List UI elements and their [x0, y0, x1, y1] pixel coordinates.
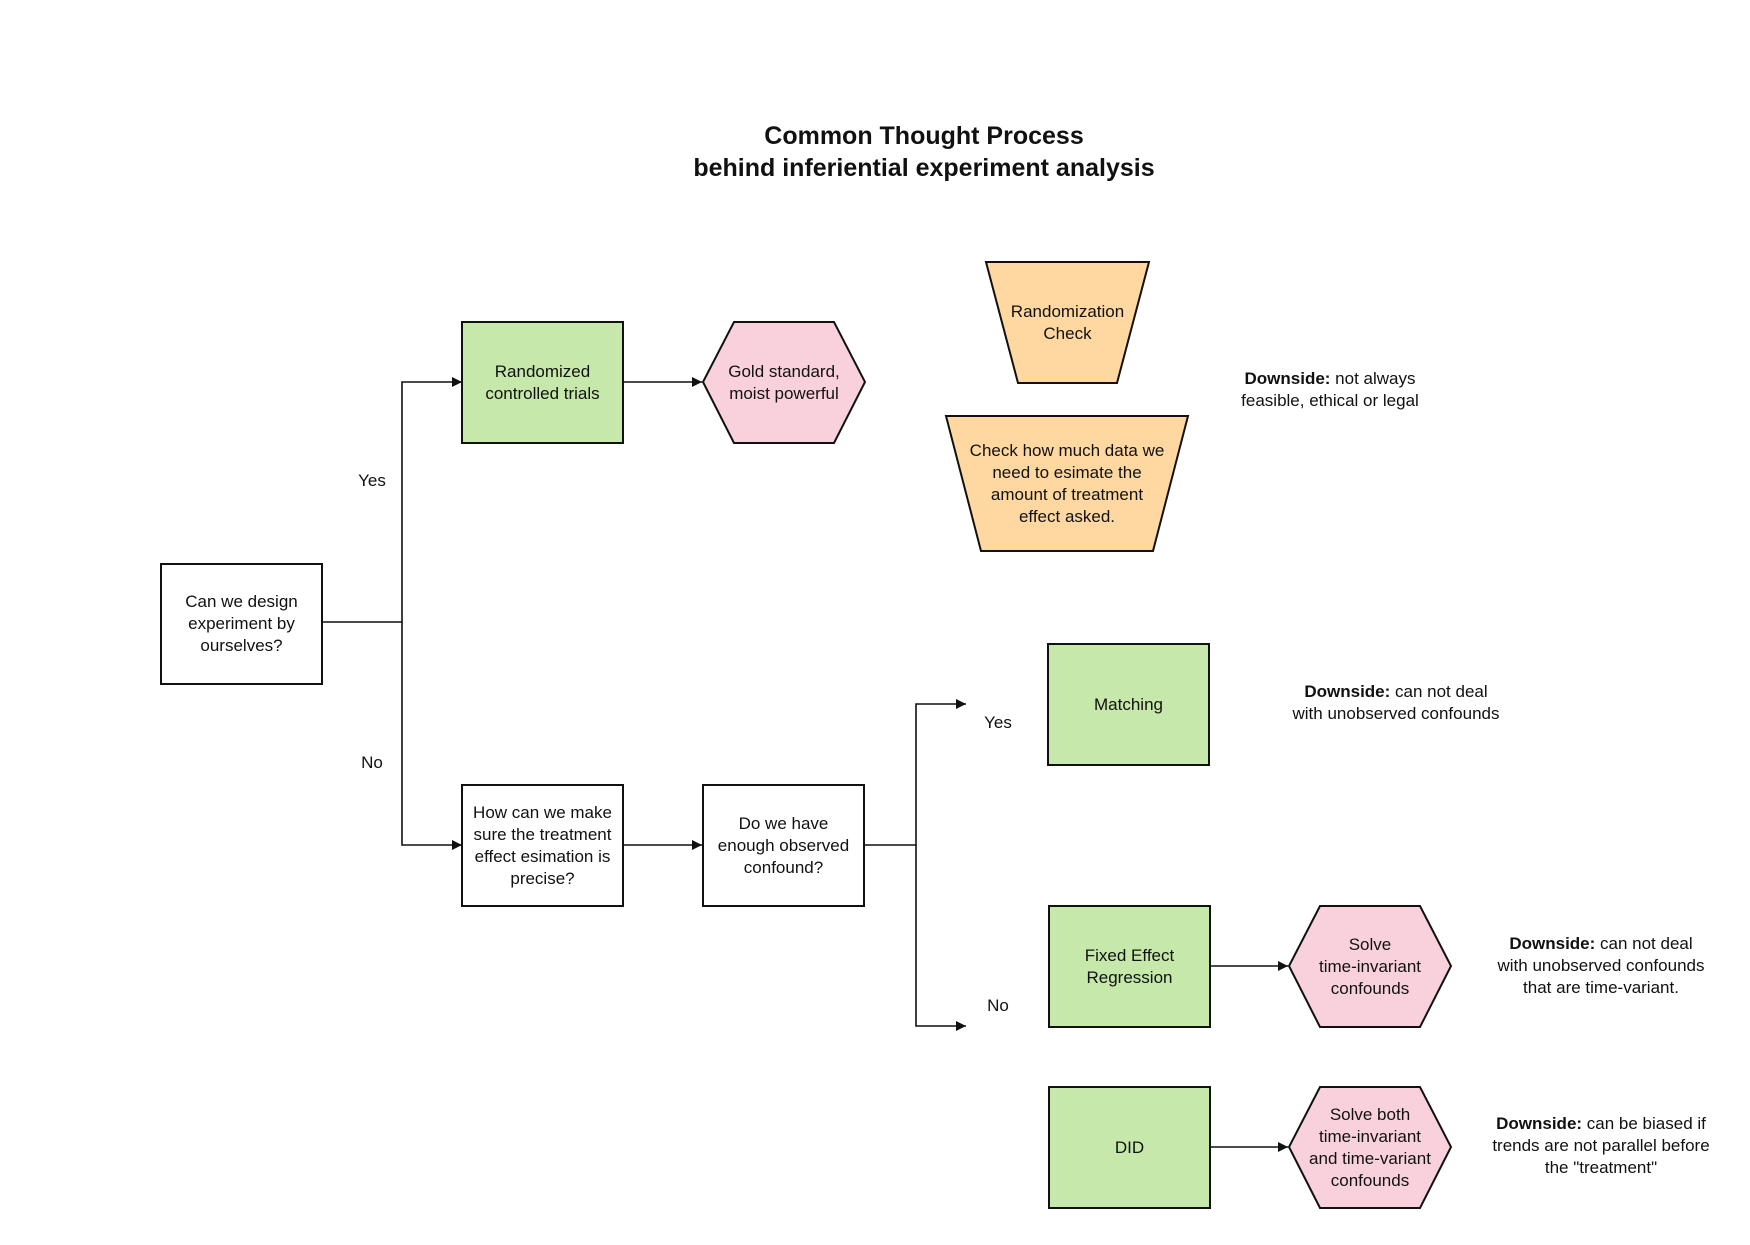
node-data-check-label: Check how much data we need to esimate t…: [969, 440, 1165, 526]
note-matching-downside-text: can not deal with unobserved confounds: [1292, 682, 1500, 723]
note-rct-downside: Downside: not always feasible, ethical o…: [1210, 368, 1450, 412]
node-randomization-check-label: Randomization Check: [1010, 301, 1125, 343]
node-solve-both-shape: [1287, 1086, 1453, 1209]
node-did-label: DID: [1114, 1137, 1145, 1157]
edge-label-yes-design: Yes: [358, 471, 386, 490]
note-matching-downside: Downside: can not deal with unobserved c…: [1261, 681, 1531, 725]
note-fixed-effect-downside: Downside: can not deal with unobserved c…: [1471, 933, 1731, 999]
node-rct-label: Randomized controlled trials: [485, 361, 600, 403]
node-solve-time-invariant-label: Solve time-invariant confounds: [1318, 934, 1422, 998]
node-confound-question-shape: [702, 784, 865, 907]
edge-design-to-precision: [401, 622, 462, 850]
connectors: [322, 377, 1288, 1152]
node-did-shape: [1048, 1086, 1211, 1209]
node-solve-time-invariant-shape: [1287, 905, 1453, 1028]
edge-design-to-rct: [322, 377, 462, 623]
node-data-check-shape: [944, 415, 1190, 552]
node-gold-standard-label: Gold standard, moist powerful: [728, 361, 840, 403]
note-rct-downside-text: not always feasible, ethical or legal: [1241, 369, 1419, 410]
edge-confound-to-fixed-effect: [915, 845, 966, 1031]
node-solve-both-label: Solve both time-invariant and time-varia…: [1309, 1104, 1431, 1190]
node-fixed-effect-label: Fixed Effect Regression: [1084, 945, 1175, 987]
note-did-downside: Downside: can be biased if trends are no…: [1471, 1113, 1731, 1179]
edge-label-no-design: No: [361, 753, 383, 772]
diagram-title-line1: Common Thought Process: [764, 122, 1083, 150]
shapes: [160, 261, 1453, 1209]
node-matching-label: Matching: [1094, 694, 1163, 714]
node-matching-shape: [1047, 643, 1210, 766]
note-fixed-effect-downside-text: can not deal with unobserved confounds t…: [1497, 934, 1705, 997]
node-randomization-check-shape: [984, 261, 1151, 384]
node-design-question-label: Can we design experiment by ourselves?: [185, 592, 298, 655]
node-rct-shape: [461, 321, 624, 444]
node-precision-question-label: How can we make sure the treatment effec…: [473, 802, 612, 888]
edge-label-yes-confound: Yes: [984, 713, 1012, 732]
note-matching-downside-label: Downside:: [1304, 682, 1391, 701]
note-fixed-effect-downside-label: Downside:: [1509, 934, 1596, 953]
edge-confound-to-matching: [864, 699, 966, 846]
edge-label-no-confound: No: [987, 996, 1009, 1015]
node-fixed-effect-shape: [1048, 905, 1211, 1028]
node-precision-question-shape: [461, 784, 624, 907]
note-did-downside-text: can be biased if trends are not parallel…: [1492, 1114, 1710, 1177]
diagram-title-line2: behind inferiential experiment analysis: [693, 154, 1154, 182]
note-did-downside-label: Downside:: [1496, 1114, 1583, 1133]
note-rct-downside-label: Downside:: [1244, 369, 1331, 388]
node-gold-standard-shape: [701, 321, 867, 444]
node-design-question-shape: [160, 563, 323, 685]
node-confound-question-label: Do we have enough observed confound?: [717, 813, 850, 877]
